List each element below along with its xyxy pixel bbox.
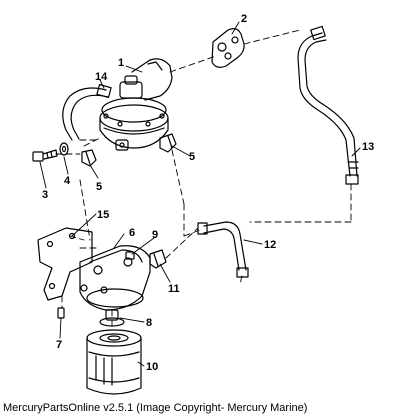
callout-1: 1 [118,57,124,69]
assembly-lines [55,29,352,331]
callout-5a: 5 [189,151,195,163]
callout-15: 15 [97,209,109,221]
callout-8: 8 [146,317,152,329]
fitting [149,249,167,269]
callout-2: 2 [241,13,247,25]
fuel-pump [99,58,173,151]
washer [59,142,69,156]
callout-5b: 5 [96,181,102,193]
vent-hose [62,84,112,141]
filter-adapter [79,245,151,311]
callout-4: 4 [64,175,71,187]
fuel-filter [86,329,142,395]
leader-lines [39,21,361,367]
filter-bracket [37,227,93,301]
callout-10: 10 [146,361,158,373]
fuel-line-inlet [197,221,249,278]
pump-gasket [211,28,245,68]
fitting-elbow [159,133,177,153]
callout-7: 7 [56,339,62,351]
callout-14: 14 [95,71,108,83]
callout-3: 3 [42,189,48,201]
pump-bolt [32,149,58,162]
fuel-line-outlet [297,25,359,185]
image-caption: MercuryPartsOnline v2.5.1 (Image Copyrig… [3,402,308,414]
callout-12: 12 [264,239,276,251]
fitting-left [81,149,97,167]
callout-11: 11 [168,283,180,295]
plug [125,251,135,260]
callout-13: 13 [362,141,374,153]
stud [57,307,65,319]
callout-9: 9 [152,229,158,241]
callout-6: 6 [129,227,135,239]
